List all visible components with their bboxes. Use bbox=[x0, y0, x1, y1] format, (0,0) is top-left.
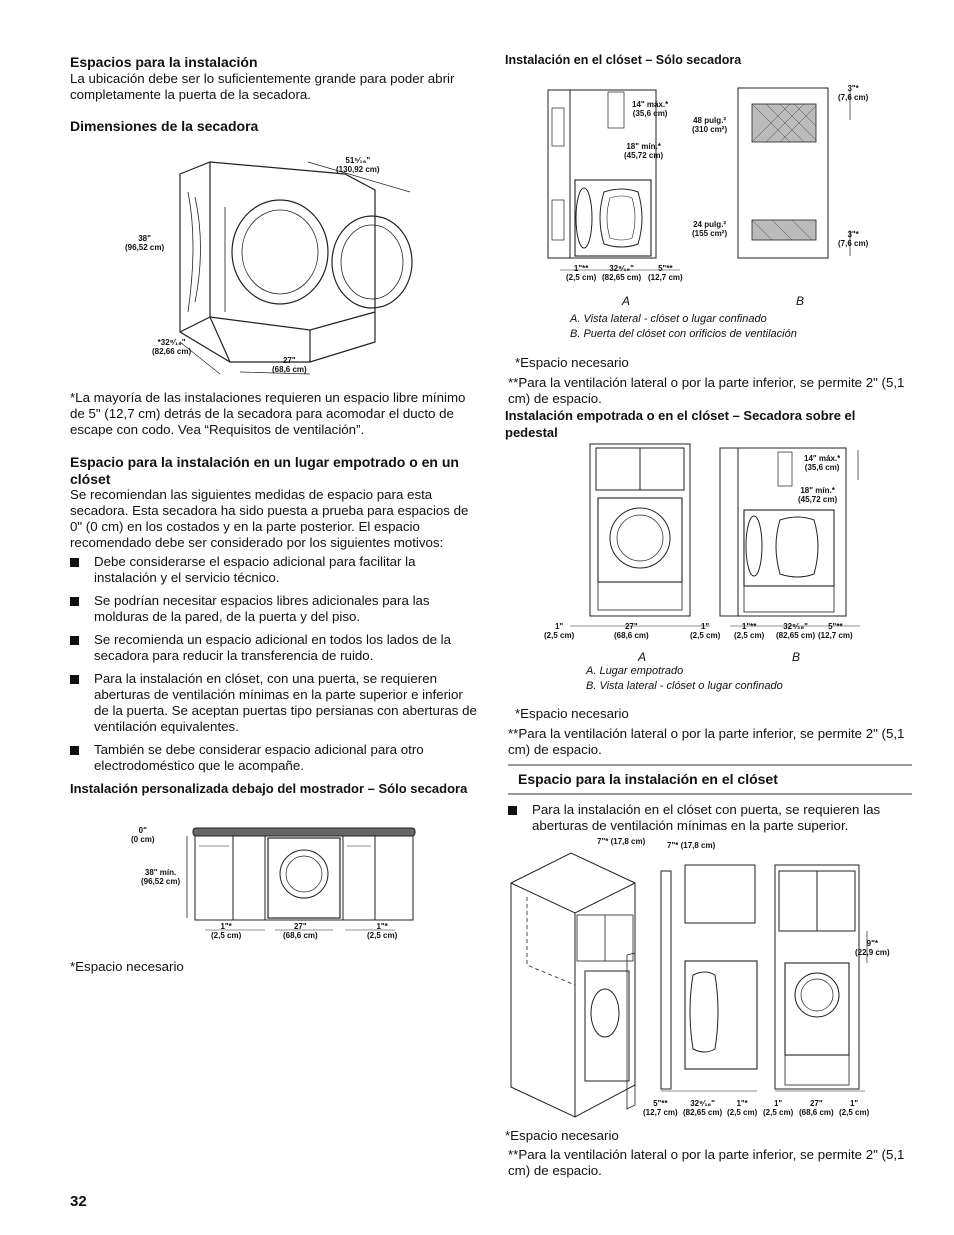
counter-side-left: 1"*(2,5 cm) bbox=[211, 922, 242, 940]
closet2-b-left: 1"**(2,5 cm) bbox=[734, 622, 765, 640]
section-divider-top bbox=[508, 764, 912, 766]
note-vent-3: **Para la ventilación lateral o por la p… bbox=[508, 1147, 905, 1178]
counter-height: 38" mín.(96,52 cm) bbox=[141, 868, 181, 886]
closet3-front-width: 27"(68,6 cm) bbox=[799, 1099, 834, 1117]
pedestal-illustration bbox=[570, 443, 860, 627]
bullet-item: Debe considerarse el espacio adicional p… bbox=[70, 554, 480, 588]
under-counter-illustration bbox=[186, 827, 416, 931]
closet-ventilation-figure: 7"* (17,8 cm) 7"* (17,8 cm) 5"**(12,7 cm… bbox=[505, 835, 905, 1125]
closet-dryer-only-figure: 14" máx.*(35,6 cm) 18" mín.*(45,72 cm) 1… bbox=[540, 80, 880, 310]
closet1-min: 18" mín.*(45,72 cm) bbox=[624, 142, 664, 160]
closet2-min: 18" mín.*(45,72 cm) bbox=[798, 486, 838, 504]
closet1-top-clearance: 14" máx.*(35,6 cm) bbox=[632, 100, 669, 118]
bullet-item: Se recomienda un espacio adicional en to… bbox=[70, 632, 480, 666]
bullet-square-icon bbox=[70, 558, 79, 567]
bullet-square-icon bbox=[70, 597, 79, 606]
closet2-left: 1"(2,5 cm) bbox=[544, 622, 575, 640]
para-empotrado: Se recomiendan las siguientes medidas de… bbox=[70, 487, 469, 550]
heading-espacios: Espacios para la instalación bbox=[70, 54, 258, 70]
closet1-label-b: B bbox=[796, 294, 805, 308]
bullet-item: También se debe considerar espacio adici… bbox=[70, 742, 480, 776]
dim-depth: *32⁹⁄₁₆"(82,66 cm) bbox=[152, 338, 192, 356]
closet2-right: 1"(2,5 cm) bbox=[690, 622, 721, 640]
closet1-gap-bottom: 3"*(7,6 cm) bbox=[838, 230, 869, 248]
heading-pedestal: Instalación empotrada o en el clóset – S… bbox=[505, 408, 856, 440]
counter-top-clearance: 0"(0 cm) bbox=[131, 826, 155, 844]
note-vent-1: **Para la ventilación lateral o por la p… bbox=[508, 375, 905, 406]
bullet-square-icon bbox=[70, 746, 79, 755]
bullet-square-icon bbox=[70, 675, 79, 684]
bullet-item: Para la instalación en clóset, con una p… bbox=[70, 671, 480, 737]
closet3-side: 1"*(2,5 cm) bbox=[727, 1099, 758, 1117]
closet1-vent-top: 48 pulg.²(310 cm²) bbox=[692, 116, 728, 134]
heading-closet: Espacio para la instalación en el clóset bbox=[518, 771, 778, 787]
heading-mostrador: Instalación personalizada debajo del mos… bbox=[70, 781, 468, 796]
closet3-top-2: 7"* (17,8 cm) bbox=[667, 841, 716, 850]
closet3-front-left: 1"(2,5 cm) bbox=[763, 1099, 794, 1117]
note-required-1: *Espacio necesario bbox=[515, 355, 629, 370]
note-required-left: *Espacio necesario bbox=[70, 959, 184, 974]
pedestal-figure: 1"(2,5 cm) 27"(68,6 cm) 1"(2,5 cm) 1"**(… bbox=[540, 440, 880, 665]
closet2-width: 27"(68,6 cm) bbox=[614, 622, 649, 640]
para-espacios: La ubicación debe ser lo suficientemente… bbox=[70, 71, 455, 102]
bullet-item: Se podrían necesitar espacios libres adi… bbox=[70, 593, 480, 627]
bullet-square-icon bbox=[508, 806, 517, 815]
heading-dimensiones: Dimensiones de la secadora bbox=[70, 118, 259, 134]
closet3-depth: 32⁹⁄₁₆"(82,65 cm) bbox=[683, 1099, 723, 1117]
closet2-label-a: A bbox=[638, 650, 647, 664]
dryer-illustration bbox=[179, 161, 413, 375]
closet2-caption-a: A. Lugar empotrado bbox=[586, 665, 684, 677]
closet2-caption-b: B. Vista lateral - clóset o lugar confin… bbox=[586, 680, 783, 692]
heading-empotrado: Espacio para la instalación en un lugar … bbox=[70, 454, 459, 487]
closet1-left: 1"**(2,5 cm) bbox=[566, 264, 597, 282]
closet2-top-clearance: 14" máx.*(35,6 cm) bbox=[804, 454, 841, 472]
dim-width-depth: 51⁵⁄₁₆"(130,92 cm) bbox=[336, 156, 380, 174]
closet1-gap-top: 3"*(7,6 cm) bbox=[838, 84, 869, 102]
bullet-square-icon bbox=[70, 636, 79, 645]
closet3-rear: 5"**(12,7 cm) bbox=[643, 1099, 678, 1117]
closet1-caption-a: A. Vista lateral - clóset o lugar confin… bbox=[570, 313, 767, 325]
under-counter-figure: 0"(0 cm) 38" mín.(96,52 cm) 1"*(2,5 cm) … bbox=[125, 822, 425, 952]
closet1-label-a: A bbox=[622, 294, 631, 308]
heading-closet-solo: Instalación en el clóset – Sólo secadora bbox=[505, 53, 742, 67]
closet1-depth: 32⁹⁄₁₆"(82,65 cm) bbox=[602, 264, 642, 282]
dim-width: 27"(68,6 cm) bbox=[272, 356, 307, 374]
closet3-front-right: 1"(2,5 cm) bbox=[839, 1099, 870, 1117]
closet-ventilation-illustration bbox=[510, 852, 868, 1118]
section-divider-bottom bbox=[508, 793, 912, 795]
note-required-2: *Espacio necesario bbox=[515, 706, 629, 721]
note-vent-2: **Para la ventilación lateral o por la p… bbox=[508, 726, 905, 757]
closet-side-view-illustration bbox=[547, 87, 851, 271]
closet1-caption-b: B. Puerta del clóset con orificios de ve… bbox=[570, 328, 797, 340]
bullet-item: Para la instalación en el clóset con pue… bbox=[508, 802, 908, 836]
closet3-gap: 9"*(22,9 cm) bbox=[855, 939, 890, 957]
closet2-b-depth: 32⁹⁄₁₆"(82,65 cm) bbox=[776, 622, 816, 640]
closet2-label-b: B bbox=[792, 650, 801, 664]
page-number: 32 bbox=[70, 1193, 87, 1210]
dim-height: 38"(96,52 cm) bbox=[125, 234, 165, 252]
counter-side-right: 1"*(2,5 cm) bbox=[367, 922, 398, 940]
counter-width: 27"(68,6 cm) bbox=[283, 922, 318, 940]
note-required-3: *Espacio necesario bbox=[505, 1128, 619, 1143]
note-rear-clearance: *La mayoría de las instalaciones requier… bbox=[70, 390, 466, 437]
dryer-dimensions-figure: 51⁵⁄₁₆"(130,92 cm) 38"(96,52 cm) *32⁹⁄₁₆… bbox=[125, 152, 440, 382]
closet3-top-1: 7"* (17,8 cm) bbox=[597, 837, 646, 846]
closet2-b-rear: 5"**(12,7 cm) bbox=[818, 622, 853, 640]
closet1-vent-bottom: 24 pulg.²(155 cm²) bbox=[692, 220, 728, 238]
closet1-rear: 5"**(12,7 cm) bbox=[648, 264, 683, 282]
